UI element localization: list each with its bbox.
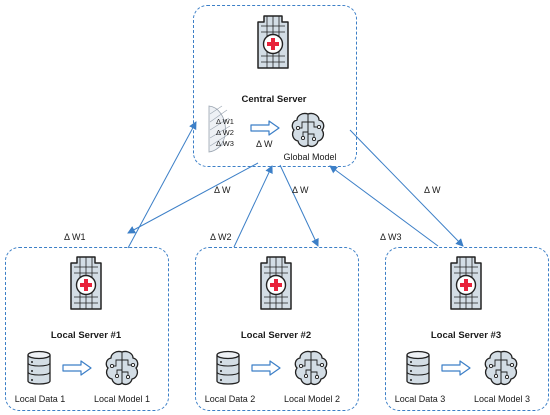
arrow-central-to-local1 xyxy=(127,162,259,234)
local-data-2-label: Local Data 2 xyxy=(204,394,256,404)
local-server-1-title: Local Server #1 xyxy=(50,330,122,341)
weight-updates-list: Δ W1 Δ W2 Δ W3 xyxy=(216,116,234,149)
local-server-2-title: Local Server #2 xyxy=(240,330,312,341)
server-building-icon xyxy=(257,15,289,69)
weight-update-2: Δ W2 xyxy=(216,128,234,137)
arrow-local1-to-central xyxy=(127,121,197,249)
local1-download-label: Δ W xyxy=(214,185,231,195)
weights-stack-icon xyxy=(208,105,231,153)
local-data-3-label: Local Data 3 xyxy=(394,394,446,404)
data-to-model-arrow-icon xyxy=(251,360,281,376)
arrow-local2-to-central xyxy=(233,165,273,248)
local2-download-label: Δ W xyxy=(292,185,309,195)
database-icon xyxy=(216,350,240,385)
aggregate-label: Δ W xyxy=(256,139,273,149)
arrow-central-to-local2 xyxy=(279,164,319,247)
weight-update-1: Δ W1 xyxy=(216,117,234,126)
arrow-central-to-local3 xyxy=(349,129,464,247)
local-model-brain-icon xyxy=(484,350,518,386)
local2-upload-label: Δ W2 xyxy=(210,232,232,242)
local-server-3-title: Local Server #3 xyxy=(430,330,502,341)
local-model-brain-icon xyxy=(294,350,328,386)
local3-download-label: Δ W xyxy=(424,185,441,195)
server-building-icon xyxy=(260,256,292,310)
central-server-title: Central Server xyxy=(241,94,307,105)
local1-upload-label: Δ W1 xyxy=(64,232,86,242)
local-model-2-label: Local Model 2 xyxy=(283,394,341,404)
global-model-label: Global Model xyxy=(283,152,337,162)
server-building-icon xyxy=(70,256,102,310)
arrow-local3-to-central xyxy=(329,165,439,247)
local-data-1-label: Local Data 1 xyxy=(14,394,66,404)
local3-upload-label: Δ W3 xyxy=(380,232,402,242)
aggregate-arrow-icon xyxy=(250,120,280,136)
local-model-brain-icon xyxy=(105,350,139,386)
weight-update-3: Δ W3 xyxy=(216,139,234,148)
server-building-icon xyxy=(450,256,482,310)
data-to-model-arrow-icon xyxy=(62,360,92,376)
local-model-3-label: Local Model 3 xyxy=(473,394,531,404)
data-to-model-arrow-icon xyxy=(441,360,471,376)
database-icon xyxy=(27,350,51,385)
database-icon xyxy=(406,350,430,385)
local-model-1-label: Local Model 1 xyxy=(93,394,151,404)
global-model-brain-icon xyxy=(291,112,325,148)
